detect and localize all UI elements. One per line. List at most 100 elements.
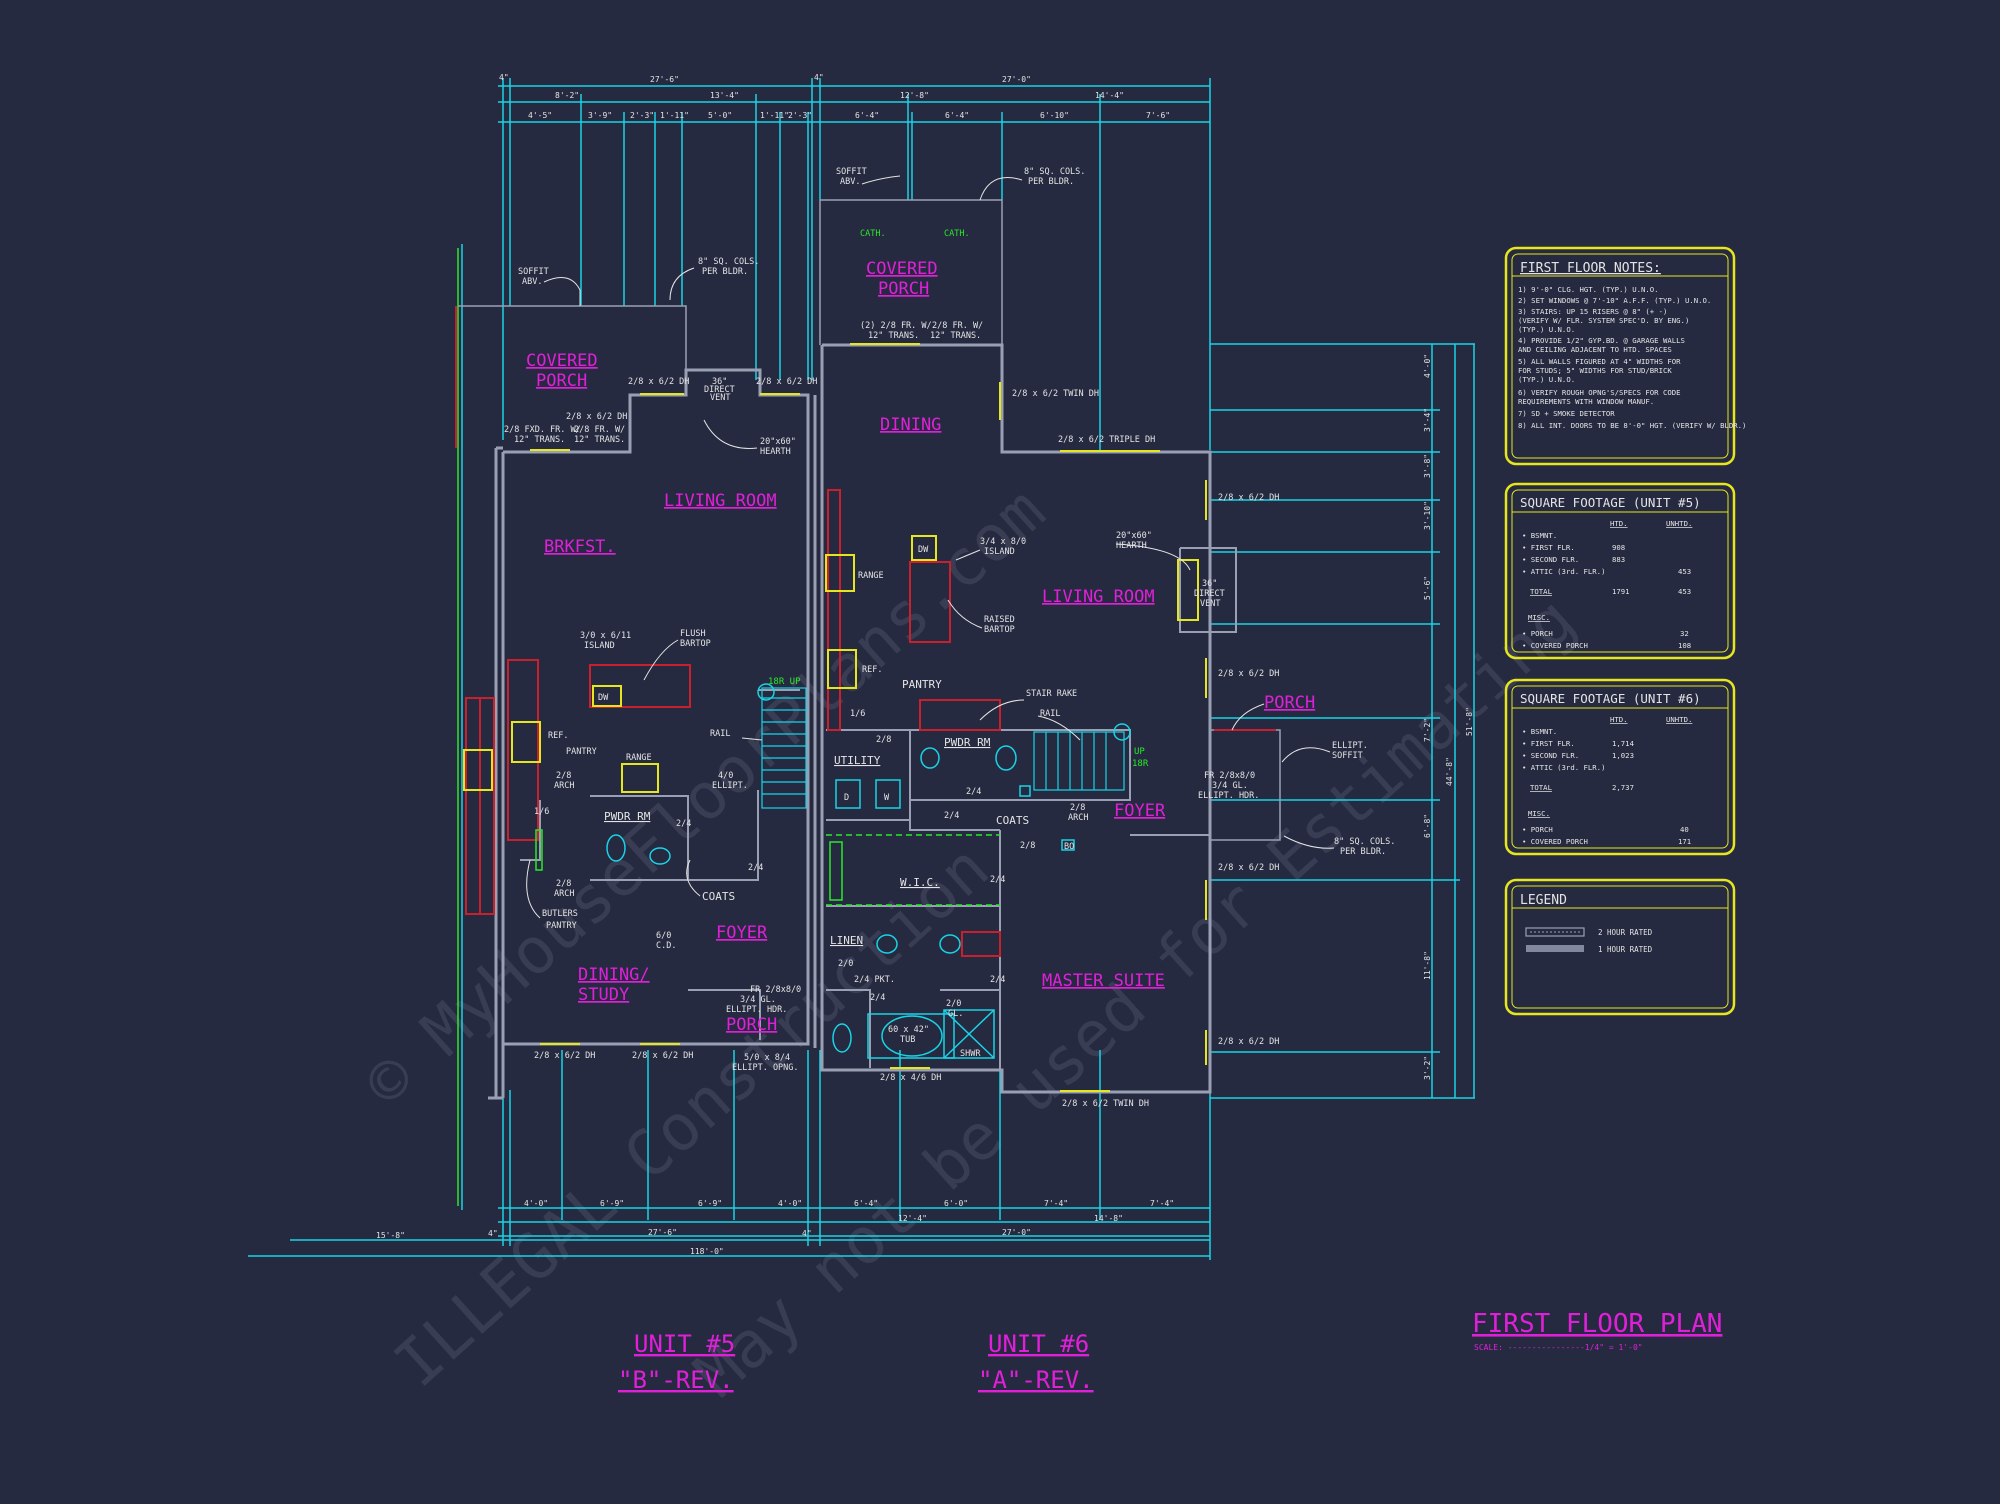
u6-door20gl-1: 2/0 — [946, 999, 961, 1009]
dim-top-6-a: 12'-8" — [900, 91, 929, 100]
u6-door16: 1/6 — [850, 709, 865, 719]
notes-title: FIRST FLOOR NOTES: — [1520, 261, 1661, 276]
sqft5-misc1-val: 108 — [1678, 641, 1691, 650]
u6-win-r2: 2/8 x 6/2 DH — [1218, 669, 1279, 679]
dim-d5-2: 2'-3" — [630, 111, 654, 120]
sqft6-hdr-htd: HTD. — [1610, 715, 1628, 724]
u5-dw: DW — [598, 693, 609, 703]
sqft5-row3: • ATTIC (3rd. FLR.) — [1522, 567, 1605, 576]
u6-covered-porch-2: PORCH — [878, 279, 929, 299]
u5-soffit-2: ABV. — [522, 277, 542, 287]
u5-range: RANGE — [626, 753, 652, 763]
sqft5-row2-htd: 883 — [1612, 555, 1625, 564]
stair-label-unit6: UP 18R — [1132, 747, 1149, 769]
sqft6-row1-htd: 1,714 — [1612, 739, 1635, 748]
u5-island-1: 3/0 x 6/11 — [580, 631, 631, 641]
u6-stair-rake: STAIR RAKE — [1026, 689, 1077, 699]
u5-hearth-1: 20"x60" — [760, 437, 796, 447]
dim-r6: 6'-8" — [1423, 814, 1432, 838]
legend-1hr-swatch — [1526, 945, 1584, 952]
dw-unit6 — [911, 535, 937, 561]
u5-front-door-3: ELLIPT. HDR. — [726, 1005, 787, 1015]
u5-foyer: FOYER — [716, 923, 768, 943]
u5-door16: 1/6 — [534, 807, 549, 817]
note-line-5: 4) PROVIDE 1/2" GYP.BD. @ GARAGE WALLS — [1518, 336, 1685, 345]
u6-cath2: CATH. — [944, 229, 970, 239]
dim-bo5: 27'-6" — [648, 1228, 677, 1237]
u5-butlers-1: BUTLERS — [542, 909, 578, 919]
note-line-2: 3) STAIRS: UP 15 RISERS @ 8" (+ -) — [1518, 307, 1667, 316]
u5-pantry: PANTRY — [566, 747, 597, 757]
u5-pwdr-rm: PWDR RM — [604, 810, 651, 823]
u6-hearth-1: 20"x60" — [1116, 531, 1152, 541]
u5-dining-study-2: STUDY — [578, 985, 629, 1005]
u6-vent-1: 36" — [1202, 579, 1217, 589]
sqft6-total: TOTAL — [1530, 783, 1553, 792]
u6-foyer: FOYER — [1114, 801, 1166, 821]
u5-arch2-2: ARCH — [554, 889, 574, 899]
u6-island-1: 3/4 x 8/0 — [980, 537, 1026, 547]
u5-win-b2: 2/8 x 6/2 DH — [632, 1051, 693, 1061]
u5-arch1-1: 2/8 — [556, 771, 571, 781]
dim-b6-0: 6'-4" — [854, 1199, 878, 1208]
u6-pwdr-rm: PWDR RM — [944, 736, 991, 749]
sqft6-misc0: • PORCH — [1522, 825, 1553, 834]
u6-door24d: 2/4 — [990, 975, 1005, 985]
room-labels-unit5: COVERED PORCH LIVING ROOM BRKFST. DINING… — [526, 351, 777, 1035]
unit-captions: UNIT #5 "B"-REV. UNIT #6 "A"-REV. — [618, 1330, 1094, 1394]
dim-top-overall-6: 27'-0" — [1002, 75, 1031, 84]
u6-bo: BO — [1064, 842, 1074, 852]
watermark: © MyHouseFloorPlans.com ILLEGAL Construc… — [351, 474, 1590, 1412]
u6-door24b: 2/4 — [944, 811, 959, 821]
caption-unit6-1: UNIT #6 — [988, 1330, 1089, 1358]
u6-front-door-3: ELLIPT. HDR. — [1198, 791, 1259, 801]
legend-1hr-label: 1 HOUR RATED — [1598, 945, 1653, 954]
dim-d6-2: 6'-10" — [1040, 111, 1069, 120]
u6-door24a: 2/4 — [966, 787, 981, 797]
u6-win-r3: 2/8 x 6/2 DH — [1218, 863, 1279, 873]
dim-r3: 3'-10" — [1423, 501, 1432, 530]
dim-r8: 3'-2" — [1423, 1056, 1432, 1080]
plan-title: FIRST FLOOR PLAN SCALE: ----------------… — [1472, 1309, 1722, 1352]
u6-fr2-2: 12" TRANS. — [930, 331, 981, 341]
sqft6-row2-htd: 1,023 — [1612, 751, 1634, 760]
dim-bottom-left: 15'-8" — [376, 1231, 405, 1240]
dim-top-small-1: 4" — [814, 73, 824, 82]
notes-unit6: SOFFIT ABV. 8" SQ. COLS. PER BLDR. CATH.… — [836, 167, 1395, 1109]
u6-win-r4: 2/8 x 6/2 DH — [1218, 1037, 1279, 1047]
dim-top-small-0: 4" — [499, 73, 509, 82]
ref-unit5 — [511, 721, 541, 763]
sqft5-row3-unhtd: 453 — [1678, 567, 1691, 576]
u6-cols2-1: 8" SQ. COLS. — [1334, 837, 1395, 847]
notes-panel: FIRST FLOOR NOTES: 1) 9'-0" CLG. HGT. (T… — [1504, 246, 1746, 466]
sqft6-row2: • SECOND FLR. — [1522, 751, 1579, 760]
sqft6-misc0-val: 40 — [1680, 825, 1689, 834]
u6-coats: COATS — [996, 814, 1029, 827]
note-line-12: 7) SD + SMOKE DETECTOR — [1518, 409, 1615, 418]
u6-dw: DW — [918, 545, 929, 555]
sqft5-misc: MISC. — [1528, 613, 1550, 622]
u6-fr2-1: 2/8 FR. W/ — [932, 321, 983, 331]
dim-d5-4: 5'-0" — [708, 111, 732, 120]
sqft5-row2: • SECOND FLR. — [1522, 555, 1579, 564]
caption-unit6-2: "A"-REV. — [978, 1366, 1094, 1394]
u6-soffit-1: SOFFIT — [836, 167, 867, 177]
dim-b6-2: 7'-4" — [1044, 1199, 1068, 1208]
caption-unit5-2: "B"-REV. — [618, 1366, 734, 1394]
walls — [458, 199, 1281, 1100]
u6-cols2-2: PER BLDR. — [1340, 847, 1386, 857]
dim-bottom-small-1: 4" — [802, 1229, 812, 1238]
dim-bs6-0: 12'-4" — [898, 1214, 927, 1223]
u6-door20: 2/0 — [838, 959, 853, 969]
u6-stair-up: UP — [1134, 747, 1145, 757]
u6-ellipt-soffit-2: SOFFIT — [1332, 751, 1363, 761]
u6-door28: 2/8 — [876, 735, 891, 745]
dim-bo6: 27'-0" — [1002, 1228, 1031, 1237]
u5-cols-1: 8" SQ. COLS. — [698, 257, 759, 267]
u6-washer: W — [884, 793, 890, 803]
notes-unit5: SOFFIT ABV. 8" SQ. COLS. PER BLDR. 2/8 x… — [504, 257, 817, 1073]
u6-front-door-2: 3/4 GL. — [1212, 781, 1248, 791]
small-room-labels: PWDR RM PWDR RM UTILITY W.I.C. LINEN — [604, 736, 991, 947]
dim-r1: 3'-4" — [1423, 408, 1432, 432]
dim-b6-3: 7'-4" — [1150, 1199, 1174, 1208]
